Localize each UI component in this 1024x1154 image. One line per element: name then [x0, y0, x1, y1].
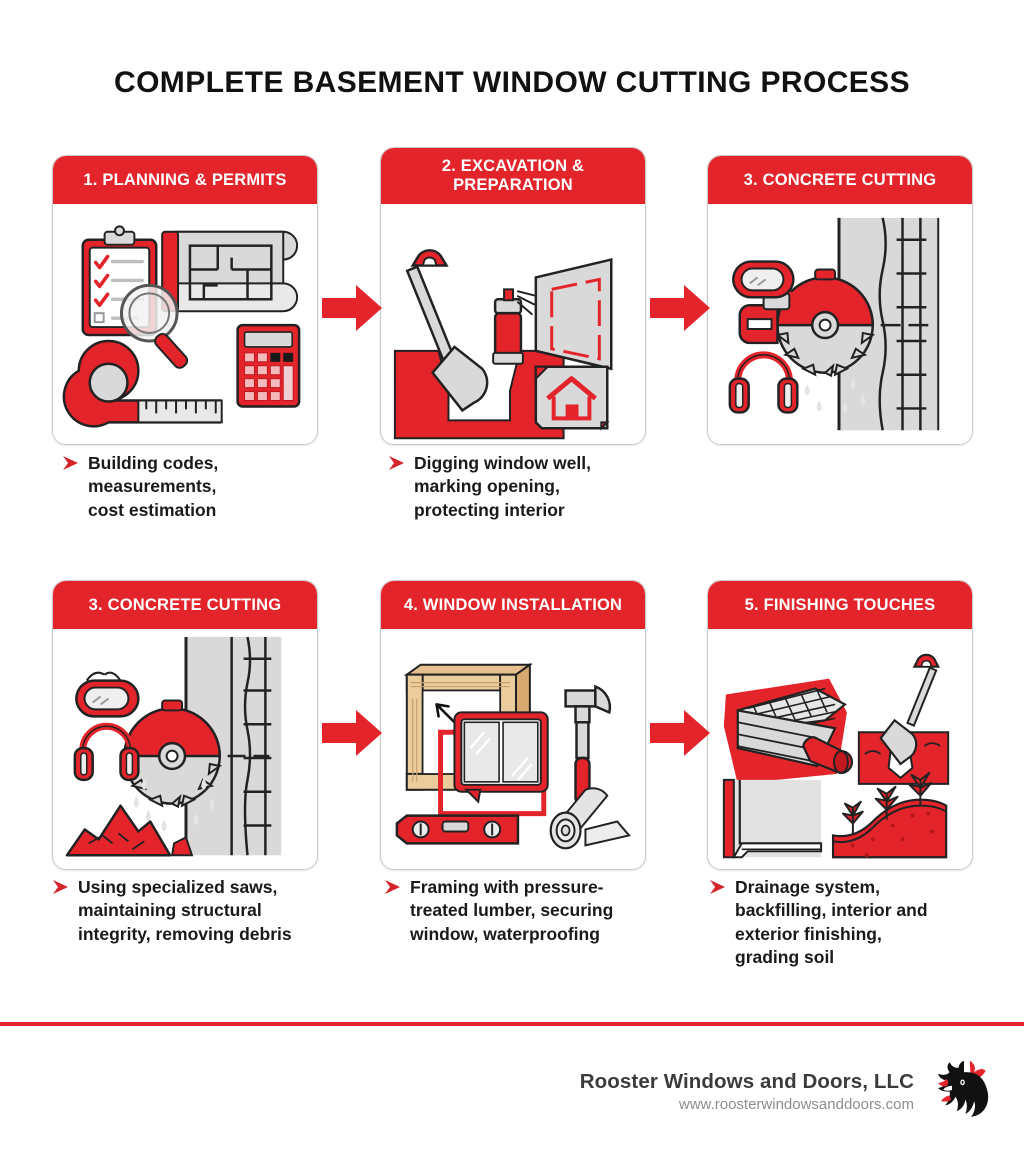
- rooster-head-logo: [938, 1060, 989, 1117]
- step-caption-text-5: Framing with pressure- treated lumber, s…: [410, 877, 614, 944]
- step-cell-5: 4. WINDOW INSTALLATION: [380, 580, 646, 870]
- step-caption-6: Drainage system, backfilling, interior a…: [709, 876, 1009, 969]
- step-illustration-5: [381, 629, 645, 869]
- company-name: Rooster Windows and Doors, LLC: [579, 1069, 914, 1093]
- step-caption-text-2: Digging window well, marking opening, pr…: [414, 453, 591, 520]
- house-document-icon: [534, 365, 610, 431]
- step-card-finishing-touches[interactable]: 5. FINISHING TOUCHES: [707, 580, 973, 870]
- step-header-2: 2. EXCAVATION & PREPARATION: [381, 148, 645, 204]
- step-card-excavation-preparation[interactable]: 2. EXCAVATION & PREPARATION: [380, 147, 646, 445]
- step-illustration-6: [708, 629, 972, 869]
- caption-arrow-icon: [385, 880, 400, 894]
- step-illustration-2: [381, 204, 645, 444]
- magnifying-glass-icon: [119, 283, 189, 369]
- step-card-concrete-cutting-bottom[interactable]: 3. CONCRETE CUTTING: [52, 580, 318, 870]
- step-caption-1: Building codes, measurements, cost estim…: [62, 452, 362, 522]
- step-header-text-4: 3. CONCRETE CUTTING: [88, 595, 282, 614]
- step-illustration-4: [53, 629, 317, 869]
- safety-goggles-icon: [75, 671, 140, 718]
- step-header-text-2: 2. EXCAVATION & PREPARATION: [441, 157, 585, 194]
- ear-protection-icon: [728, 351, 799, 414]
- marked-wall-icon: [534, 258, 613, 371]
- step-cell-1: 1. PLANNING & PERMITS: [52, 155, 318, 445]
- step-header-text-1: 1. PLANNING & PERMITS: [83, 170, 287, 189]
- circular-saw-icon: [738, 268, 876, 378]
- ear-protection-icon: [73, 722, 140, 782]
- brand-block: Rooster Windows and Doors, LLC www.roost…: [580, 1070, 914, 1113]
- step-illustration-1: [53, 204, 317, 444]
- shovel-backfill-icon: [857, 653, 950, 785]
- hammer-icon: [564, 684, 612, 805]
- safety-goggles-icon: [732, 260, 795, 299]
- debris-pile-icon: [65, 804, 194, 857]
- concrete-cutting-illustration-top: [728, 217, 940, 431]
- step-caption-4: Using specialized saws, maintaining stru…: [52, 876, 372, 946]
- window-unit-icon: [438, 711, 549, 817]
- finishing-touches-illustration: [722, 653, 950, 859]
- flow-arrow-2-to-3: [650, 285, 710, 331]
- step-caption-5: Framing with pressure- treated lumber, s…: [384, 876, 702, 946]
- step-caption-text-6: Drainage system, backfilling, interior a…: [735, 877, 928, 967]
- step-header-6: 5. FINISHING TOUCHES: [708, 581, 972, 629]
- step-caption-text-4: Using specialized saws, maintaining stru…: [78, 877, 292, 944]
- spray-mist-icon: [516, 290, 535, 316]
- calculator-icon: [236, 323, 301, 408]
- step-card-planning-permits[interactable]: 1. PLANNING & PERMITS: [52, 155, 318, 445]
- caption-arrow-icon: [710, 880, 725, 894]
- step-header-5: 4. WINDOW INSTALLATION: [381, 581, 645, 629]
- spirit-level-icon: [395, 814, 520, 845]
- flow-arrow-4-to-5: [322, 710, 382, 756]
- company-website[interactable]: www.roosterwindowsanddoors.com: [678, 1095, 914, 1113]
- caption-arrow-icon: [53, 880, 68, 894]
- step-header-text-3: 3. CONCRETE CUTTING: [743, 170, 937, 189]
- water-spray-icon: [133, 777, 215, 832]
- footer-divider: [0, 1022, 1024, 1026]
- step-header-3: 3. CONCRETE CUTTING: [708, 156, 972, 204]
- step-header-1: 1. PLANNING & PERMITS: [53, 156, 317, 204]
- step-cell-3: 3. CONCRETE CUTTING: [707, 155, 973, 445]
- flow-arrow-5-to-6: [650, 710, 710, 756]
- concrete-cutting-illustration-bottom: [65, 636, 282, 857]
- tape-measure-icon: [62, 339, 223, 428]
- step-cell-4: 3. CONCRETE CUTTING: [52, 580, 318, 870]
- shovel-icon: [405, 249, 489, 413]
- flow-arrow-1-to-2: [322, 285, 382, 331]
- step-card-concrete-cutting-top[interactable]: 3. CONCRETE CUTTING: [707, 155, 973, 445]
- footer: Rooster Windows and Doors, LLC www.roost…: [0, 1055, 1024, 1127]
- excavation-preparation-illustration: [393, 249, 613, 440]
- step-card-window-installation[interactable]: 4. WINDOW INSTALLATION: [380, 580, 646, 870]
- step-header-text-5: 4. WINDOW INSTALLATION: [403, 595, 623, 614]
- interior-trim-icon: [722, 778, 823, 859]
- graded-soil-plants-icon: [831, 771, 948, 859]
- step-header-text-6: 5. FINISHING TOUCHES: [744, 595, 936, 614]
- step-cell-6: 5. FINISHING TOUCHES: [707, 580, 973, 870]
- step-header-4: 3. CONCRETE CUTTING: [53, 581, 317, 629]
- step-cell-2: 2. EXCAVATION & PREPARATION: [380, 147, 646, 445]
- step-caption-text-1: Building codes, measurements, cost estim…: [88, 453, 219, 520]
- planning-permits-illustration: [62, 225, 301, 428]
- blueprint-icon: [161, 230, 299, 313]
- step-illustration-3: [708, 204, 972, 444]
- caption-arrow-icon: [389, 456, 404, 470]
- step-caption-2: Digging window well, marking opening, pr…: [388, 452, 688, 522]
- caption-arrow-icon: [63, 456, 78, 470]
- window-installation-illustration: [395, 662, 631, 850]
- spray-can-icon: [492, 288, 524, 365]
- drain-pipe-icon: [802, 736, 854, 774]
- page-title: COMPLETE BASEMENT WINDOW CUTTING PROCESS: [114, 66, 910, 99]
- waterproofing-roll-icon: [549, 787, 631, 850]
